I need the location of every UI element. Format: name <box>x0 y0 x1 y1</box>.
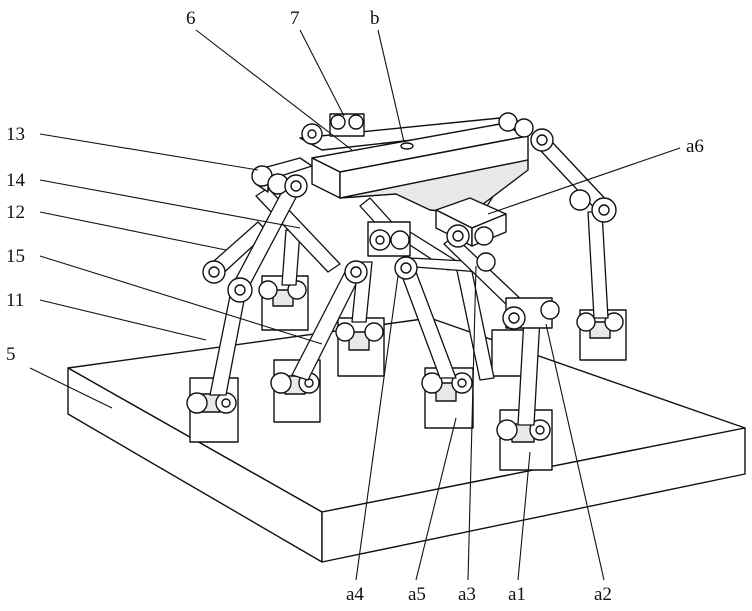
label-a5: a5 <box>408 584 426 605</box>
label-a4: a4 <box>346 584 364 605</box>
label-11: 11 <box>6 290 24 311</box>
support-middle <box>336 318 384 376</box>
label-14: 14 <box>6 170 26 191</box>
label-a1: a1 <box>508 584 526 605</box>
label-a2: a2 <box>594 584 612 605</box>
label-a6: a6 <box>686 136 704 157</box>
base-plate <box>68 318 745 562</box>
label-12: 12 <box>6 202 25 223</box>
label-b: b <box>370 8 380 29</box>
label-6: 6 <box>186 8 196 29</box>
label-15: 15 <box>6 246 25 267</box>
label-13: 13 <box>6 124 25 145</box>
label-a3: a3 <box>458 584 476 605</box>
label-7: 7 <box>290 8 300 29</box>
label-5: 5 <box>6 344 16 365</box>
